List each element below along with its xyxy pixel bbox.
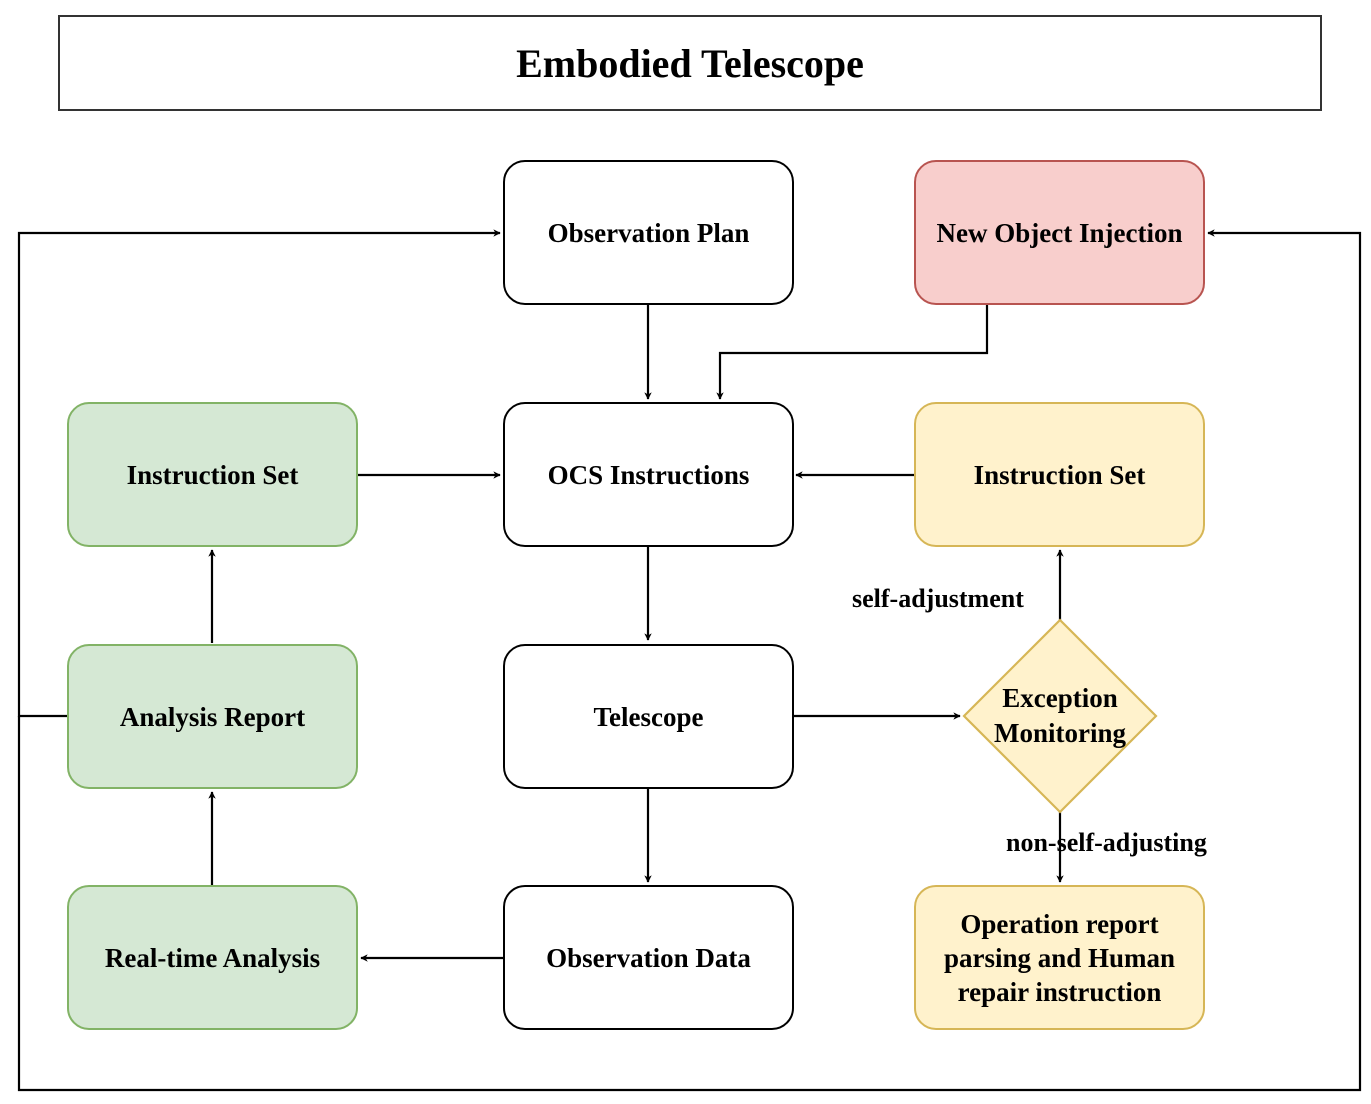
operation-report-node: Operation report parsing and Human repai… (914, 885, 1205, 1030)
observation-data-node: Observation Data (503, 885, 794, 1030)
instruction-set-right-label: Instruction Set (973, 459, 1146, 490)
new-object-injection-node: New Object Injection (914, 160, 1205, 305)
operation-report-label: Operation report parsing and Human repai… (943, 908, 1176, 1007)
instruction-set-left-label: Instruction Set (126, 459, 299, 490)
loop-analysis-to-plan-arrow (17, 229, 501, 718)
real-time-analysis-label: Real-time Analysis (104, 942, 321, 973)
exception-monitoring-diamond (962, 618, 1158, 814)
analysis-report-label: Analysis Report (119, 701, 306, 732)
observation-plan-node: Observation Plan (503, 160, 794, 305)
injection-to-ocs-arrow (716, 305, 989, 400)
analysis-report-node: Analysis Report (67, 644, 358, 789)
diagram-title: Embodied Telescope (58, 15, 1322, 111)
self-adjustment-edge-label: self-adjustment (852, 584, 1024, 614)
real-time-analysis-node: Real-time Analysis (67, 885, 358, 1030)
diagram-title-text: Embodied Telescope (516, 40, 864, 86)
loop-to-injection-arrow (17, 229, 1362, 1092)
exception-monitoring-label: Exception Monitoring (994, 683, 1126, 748)
observation-plan-label: Observation Plan (547, 217, 750, 248)
telescope-label: Telescope (593, 701, 704, 732)
ocs-instructions-label: OCS Instructions (547, 459, 750, 490)
telescope-node: Telescope (503, 644, 794, 789)
ocs-instructions-node: OCS Instructions (503, 402, 794, 547)
observation-data-label: Observation Data (546, 942, 751, 973)
new-object-injection-label: New Object Injection (936, 217, 1183, 248)
instruction-set-right-node: Instruction Set (914, 402, 1205, 547)
non-self-adjusting-edge-label: non-self-adjusting (1006, 828, 1207, 857)
instruction-set-left-node: Instruction Set (67, 402, 358, 547)
